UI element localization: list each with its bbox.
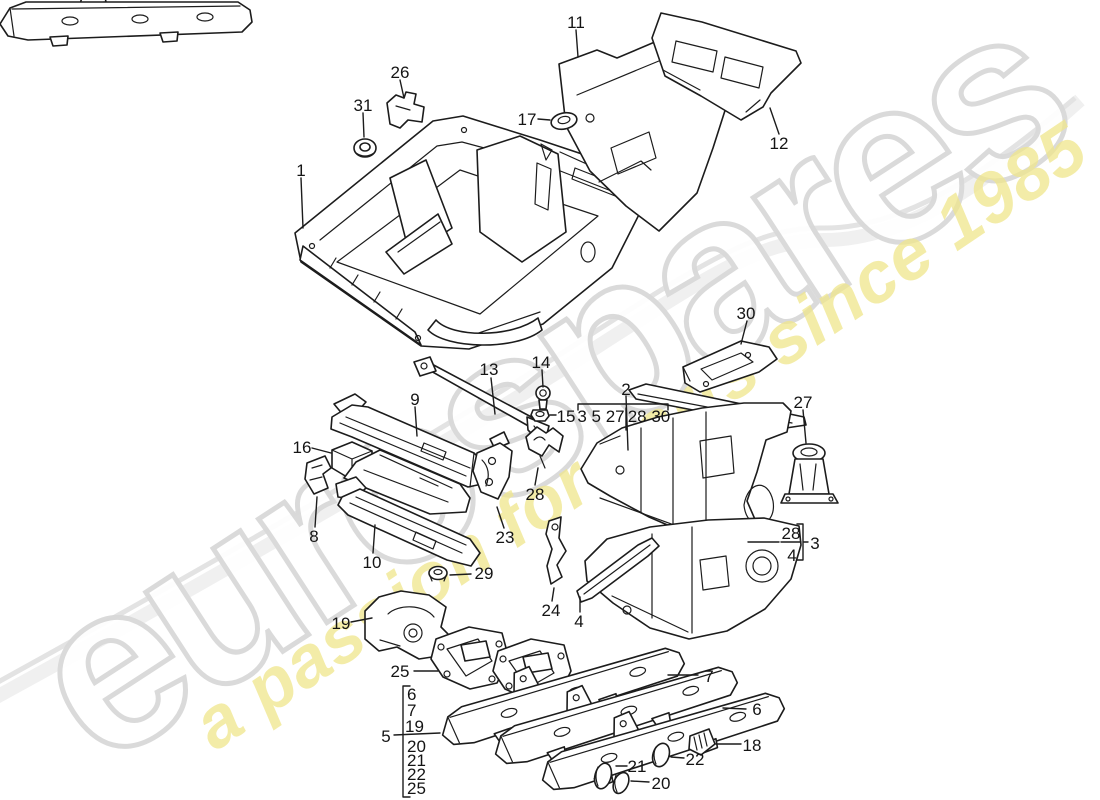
- part-drawing-9: [330, 393, 491, 488]
- bracket5-item-20: 20: [407, 737, 426, 756]
- part-label-19: 19: [332, 614, 351, 633]
- part-label-22: 22: [686, 750, 705, 769]
- part-drawing-29: [428, 565, 448, 582]
- part-drawing-28: [525, 426, 564, 469]
- bracket5-item-21: 21: [407, 751, 426, 770]
- part-label-8: 8: [309, 527, 318, 546]
- part-drawing-24: [545, 516, 567, 585]
- part-label-5: 5: [381, 727, 390, 746]
- parts-artwork: [0, 0, 839, 800]
- part-label-27: 27: [794, 393, 813, 412]
- group-bracket-part2: 2 3 5 27 28 30: [577, 380, 671, 431]
- part-drawing-8: [304, 455, 332, 495]
- watermark-swoosh-band: [0, 94, 1085, 704]
- part-label-6: 6: [752, 700, 761, 719]
- part-label-30: 30: [737, 304, 756, 323]
- part-drawing-22: [651, 742, 671, 768]
- part-drawing-26: [386, 91, 425, 129]
- bracket5-item-22: 22: [407, 765, 426, 784]
- part-labels: 1 11 12 26 31 17 13 14 15 9 16 8 10 29 2…: [293, 13, 813, 793]
- part-drawing-31: [353, 138, 377, 158]
- leader-lines: [300, 29, 807, 783]
- part-label-29: 29: [475, 564, 494, 583]
- part-drawing-15: [530, 409, 550, 422]
- part-label-9: 9: [410, 390, 419, 409]
- part-label-14: 14: [532, 353, 551, 372]
- part-label-3: 3: [810, 534, 819, 553]
- part-drawing-10: [335, 476, 481, 567]
- part-drawing-27: [780, 443, 839, 504]
- part-drawing-20: [612, 771, 630, 795]
- rail-shape: [0, 0, 253, 47]
- part-label-25: 25: [391, 662, 410, 681]
- part-label-15: 15: [557, 407, 576, 426]
- part-label-11: 11: [567, 13, 585, 32]
- part-drawing-17: [550, 111, 578, 131]
- bracket2-left-items: 3 5 27: [577, 407, 624, 426]
- part-label-31: 31: [354, 96, 373, 115]
- part-drawing-3-4: [576, 517, 802, 640]
- part-label-28: 28: [526, 485, 545, 504]
- part-drawing-23: [472, 431, 513, 500]
- part-label-13: 13: [480, 360, 499, 379]
- part-drawing-12: [651, 12, 802, 121]
- part-label-24: 24: [542, 601, 561, 620]
- part-label-12: 12: [770, 134, 789, 153]
- part-label-10: 10: [363, 553, 382, 572]
- part-drawing-1: [294, 115, 658, 350]
- bracket3-bottom-item: 4: [787, 546, 796, 565]
- part-label-4: 4: [574, 612, 583, 631]
- part-label-26: 26: [391, 63, 410, 82]
- bracket5-item-25: 25: [407, 779, 426, 798]
- part-label-21: 21: [628, 757, 647, 776]
- part-drawing-18: [688, 728, 716, 756]
- part-label-20: 20: [652, 774, 671, 793]
- part-drawing-30: [682, 340, 778, 393]
- part-label-16: 16: [293, 438, 312, 457]
- part-label-2: 2: [621, 380, 630, 399]
- bracket2-right-items: 28 30: [628, 407, 671, 426]
- part-label-23: 23: [496, 528, 515, 547]
- group-bracket-part5: 5 6 7 19 20 21 22 25: [381, 685, 426, 798]
- part-drawing-21: [593, 762, 613, 790]
- part-label-17: 17: [518, 110, 537, 129]
- part-drawing-16: [331, 441, 471, 515]
- part-label-1: 1: [296, 161, 305, 180]
- watermark-swoosh-line: [0, 96, 1077, 684]
- group-bracket-part3: 28 4 3: [780, 523, 820, 565]
- part-drawing-25: [430, 626, 572, 702]
- bracket3-top-item: 28: [782, 524, 801, 543]
- part-drawing-2: [580, 383, 807, 554]
- part-label-7: 7: [704, 667, 713, 686]
- bracket5-item-19: 19: [405, 717, 424, 736]
- bracket5-item-6: 6: [407, 685, 416, 704]
- bracket5-item-7: 7: [407, 701, 416, 720]
- part-label-18: 18: [743, 736, 762, 755]
